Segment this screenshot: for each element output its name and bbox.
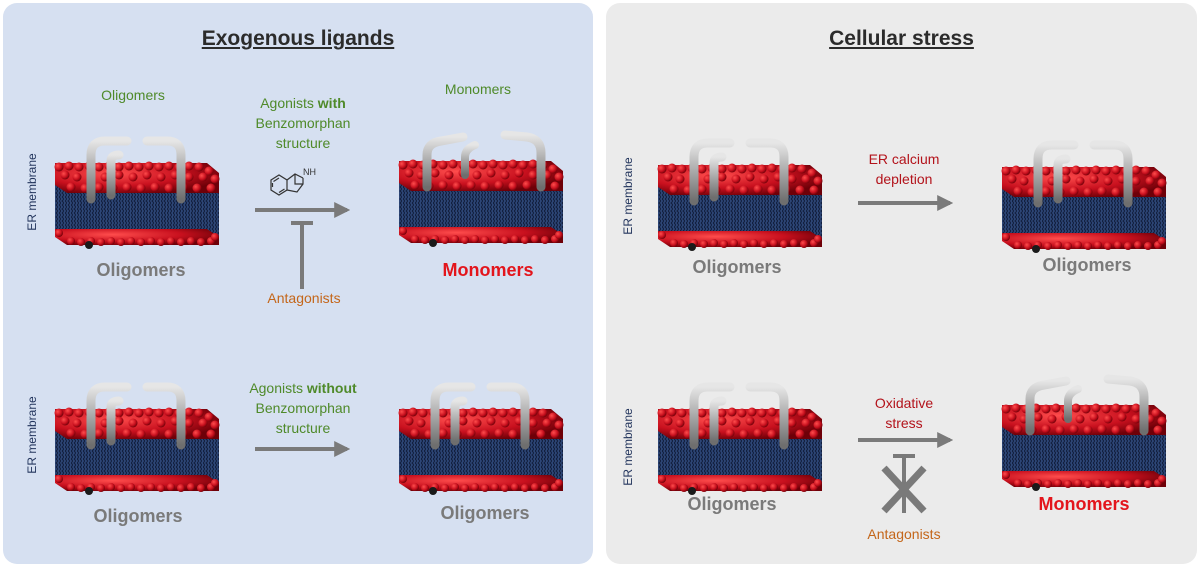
exogenous-ligands-panel: Exogenous ligands Oligomers Monomers Ago… bbox=[3, 3, 593, 564]
membrane-oligomer-r1-left bbox=[657, 143, 823, 251]
structure-nh-label: NH bbox=[303, 167, 316, 177]
label-monomers-top: Monomers bbox=[444, 81, 512, 97]
membrane-oligomer-r1-right bbox=[1001, 145, 1167, 253]
agonist-without-label: Agonists without Benzomorphan structure bbox=[249, 380, 357, 436]
membrane-oligomer-r2-left bbox=[54, 387, 220, 495]
benzomorphan-structure-icon bbox=[270, 173, 304, 196]
state-oligomers-r1-left: Oligomers bbox=[692, 257, 782, 277]
stimulus-calcium-depletion: ER calcium depletion bbox=[868, 151, 940, 187]
state-oligomers-r1-left: Oligomers bbox=[96, 260, 186, 280]
state-monomers-r1-right: Monomers bbox=[442, 260, 534, 280]
panel-title-cellular-stress: Cellular stress bbox=[829, 27, 974, 50]
state-monomers-r2-right: Monomers bbox=[1038, 494, 1130, 514]
antagonists-label-left: Antagonists bbox=[267, 290, 341, 306]
membrane-oligomer-r2-right bbox=[398, 387, 564, 495]
cellular-stress-panel: Cellular stress ER membrane ER membrane bbox=[606, 3, 1197, 564]
antagonists-label-right: Antagonists bbox=[867, 526, 941, 542]
cross-mark-b bbox=[881, 465, 927, 514]
right-panel-artwork bbox=[657, 3, 1167, 514]
membrane-oligomer-r1-left bbox=[54, 141, 220, 249]
state-oligomers-r2-left: Oligomers bbox=[93, 506, 183, 526]
label-oligomers-top: Oligomers bbox=[101, 87, 165, 103]
membrane-oligomer-r2-left bbox=[657, 387, 823, 495]
agonist-with-label: Agonists with Benzomorphan structure bbox=[255, 95, 351, 151]
stimulus-oxidative-stress: Oxidative stress bbox=[874, 395, 934, 431]
membrane-monomer-r2-right bbox=[1001, 379, 1167, 491]
state-oligomers-r1-right: Oligomers bbox=[1042, 255, 1132, 275]
membrane-monomer-r1-right bbox=[398, 135, 564, 247]
state-oligomers-r2-left: Oligomers bbox=[687, 494, 777, 514]
panel-title-exogenous: Exogenous ligands bbox=[201, 27, 395, 50]
left-panel-artwork: NH bbox=[54, 3, 564, 495]
state-oligomers-r2-right: Oligomers bbox=[440, 503, 530, 523]
